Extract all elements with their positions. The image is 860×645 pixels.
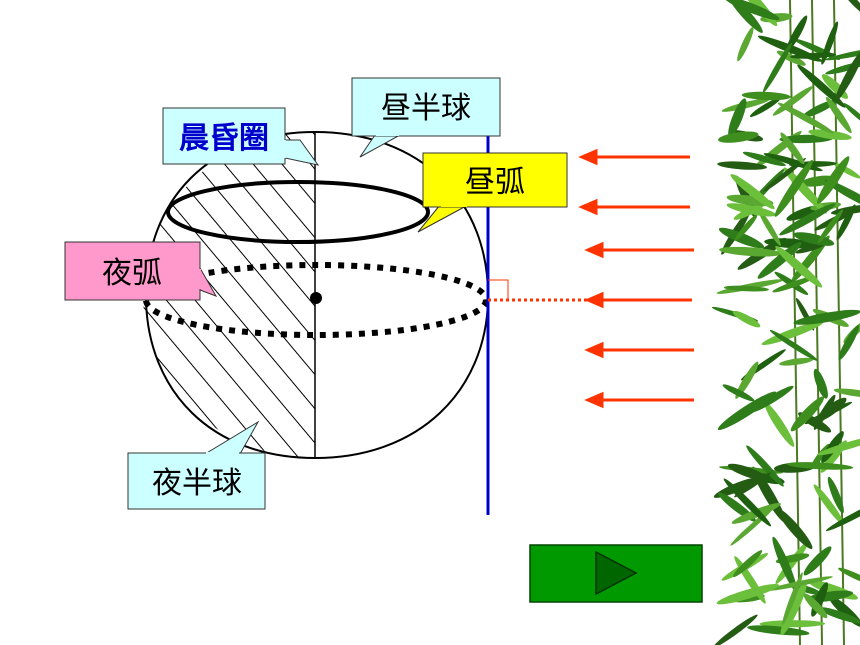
bamboo-leaf bbox=[713, 614, 758, 645]
bamboo-leaf bbox=[818, 607, 860, 624]
callout-day-arc: 昼弧 bbox=[417, 152, 568, 233]
bamboo-leaf bbox=[730, 174, 775, 210]
bamboo-leaf bbox=[824, 179, 860, 212]
night-hemisphere-shading bbox=[143, 132, 315, 458]
bamboo-leaf bbox=[825, 46, 860, 61]
bamboo-leaf bbox=[722, 384, 755, 402]
bamboo-leaf bbox=[817, 156, 850, 204]
bamboo-leaf bbox=[783, 167, 827, 214]
latitude-circle bbox=[166, 180, 430, 244]
bamboo-leaf bbox=[813, 368, 828, 399]
bamboo-leaf bbox=[786, 462, 854, 470]
bamboo-leaf bbox=[772, 276, 815, 293]
bamboo-leaf bbox=[790, 396, 824, 432]
bamboo-leaf bbox=[772, 86, 813, 116]
bamboo-leaf bbox=[719, 246, 782, 257]
bamboo-leaf bbox=[727, 463, 767, 481]
bamboo-leaf bbox=[838, 325, 860, 361]
bamboo-leaf bbox=[775, 245, 823, 288]
globe-center-dot bbox=[310, 292, 322, 304]
bamboo-leaf bbox=[717, 161, 767, 170]
bamboo-leaf bbox=[726, 203, 776, 217]
bamboo-leaf bbox=[748, 385, 794, 414]
bamboo-leaf bbox=[759, 620, 826, 628]
bamboo-leaf bbox=[735, 361, 759, 399]
bamboo-leaf bbox=[803, 546, 832, 576]
sun-rays bbox=[578, 148, 694, 409]
right-angle-mark bbox=[488, 279, 509, 300]
bamboo-leaf bbox=[817, 435, 860, 456]
callout-night-arc: 夜弧 bbox=[64, 241, 218, 301]
bamboo-leaf bbox=[761, 321, 824, 346]
bamboo-leaf bbox=[749, 97, 781, 117]
bamboo-leaf bbox=[779, 357, 814, 366]
callout-day-hemisphere: 昼半球 bbox=[351, 77, 501, 158]
night-hemisphere-label: 夜半球 bbox=[152, 466, 242, 501]
bamboo-leaf bbox=[735, 214, 758, 241]
play-button[interactable] bbox=[529, 544, 703, 603]
bamboo-leaf bbox=[718, 227, 765, 249]
bamboo-leaf bbox=[775, 541, 809, 584]
bamboo-leaf bbox=[838, 0, 860, 17]
bamboo-leaf bbox=[757, 242, 802, 279]
bamboo-leaf bbox=[764, 402, 795, 447]
bamboo-leaf bbox=[780, 132, 805, 165]
bamboo-leaf bbox=[747, 625, 810, 636]
equator-dotted bbox=[143, 262, 489, 338]
callout-terminator: 晨昏圈 bbox=[162, 107, 320, 166]
bamboo-leaf bbox=[827, 476, 844, 514]
bamboo-leaf bbox=[777, 102, 834, 134]
bamboo-leaf bbox=[723, 478, 772, 527]
bamboo-leaf bbox=[793, 232, 835, 246]
bamboo-leaf bbox=[782, 572, 803, 626]
bamboo-leaf bbox=[746, 445, 784, 487]
bamboo-leaf bbox=[793, 309, 860, 325]
bamboo-leaf bbox=[717, 391, 777, 431]
bamboo-leaf bbox=[825, 96, 852, 134]
bamboo-leaf bbox=[723, 285, 770, 292]
bamboo-leaf bbox=[733, 550, 763, 577]
bamboo-leaf bbox=[777, 508, 813, 550]
bamboo-leaf bbox=[803, 593, 828, 619]
bamboo-leaf bbox=[797, 64, 846, 108]
bamboo-leaf bbox=[843, 103, 860, 127]
bamboo-leaf bbox=[833, 388, 860, 398]
bamboo-leaf bbox=[741, 91, 791, 101]
bamboo-leaf bbox=[825, 499, 860, 532]
bamboo-decoration bbox=[711, 0, 860, 645]
bamboo-leaf bbox=[769, 329, 819, 361]
bamboo-leaf bbox=[716, 583, 779, 605]
callout-night-hemisphere: 夜半球 bbox=[127, 420, 266, 510]
bamboo-leaf bbox=[779, 203, 836, 236]
bamboo-leaf bbox=[817, 209, 844, 244]
bamboo-leaf bbox=[737, 26, 754, 62]
globe bbox=[143, 130, 490, 460]
bamboo-leaf bbox=[813, 484, 844, 525]
bamboo-leaf bbox=[718, 131, 759, 143]
bamboo-leaf bbox=[762, 42, 793, 93]
bamboo-leaf bbox=[786, 15, 808, 52]
bamboo-leaf bbox=[723, 0, 780, 21]
night-arc-label: 夜弧 bbox=[102, 256, 162, 291]
bamboo-leaf bbox=[772, 536, 797, 592]
bamboo-leaf bbox=[815, 397, 847, 422]
bamboo-leaf bbox=[732, 310, 761, 328]
bamboo-leaf bbox=[758, 209, 781, 246]
bamboo-leaf bbox=[835, 49, 860, 102]
day-arc-label: 昼弧 bbox=[465, 165, 525, 200]
bamboo-leaf bbox=[728, 98, 747, 138]
bamboo-leaf bbox=[774, 159, 813, 217]
bamboo-leaf bbox=[821, 21, 839, 65]
day-hemisphere-label: 昼半球 bbox=[381, 91, 471, 126]
bamboo-leaf bbox=[780, 581, 807, 636]
terminator-label: 晨昏圈 bbox=[179, 121, 269, 156]
bamboo-leaf bbox=[838, 567, 860, 585]
bamboo-leaf bbox=[808, 129, 852, 140]
bamboo-leaf bbox=[742, 151, 786, 167]
play-triangle-icon bbox=[595, 550, 638, 596]
bamboo-leaf bbox=[734, 472, 771, 498]
